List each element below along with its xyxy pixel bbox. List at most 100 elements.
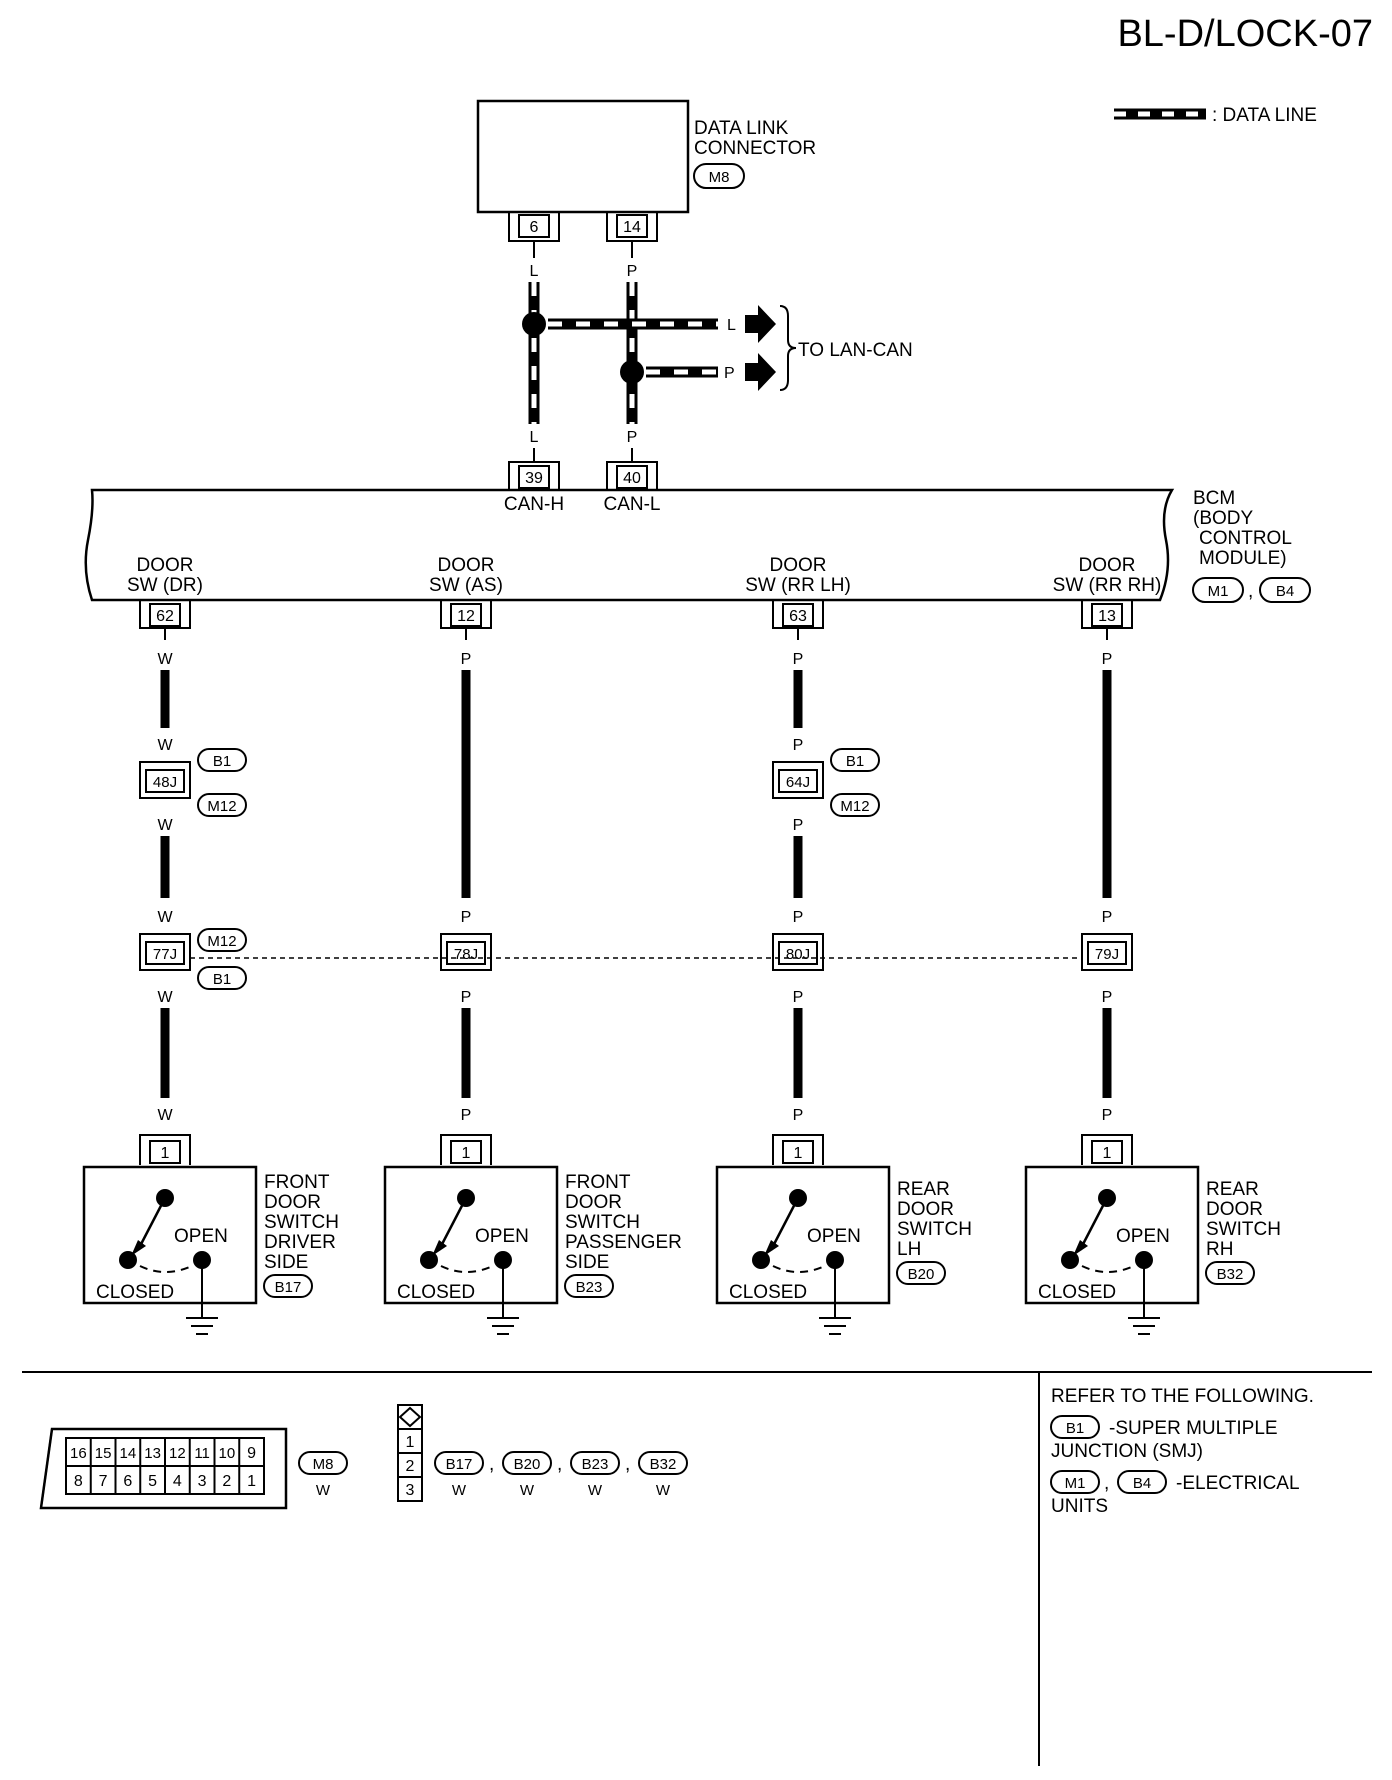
switch-pin: 1 xyxy=(1103,1145,1112,1162)
dlc-face-pin: 15 xyxy=(95,1445,112,1462)
refer-smj-text-2: JUNCTION (SMJ) xyxy=(1051,1441,1203,1462)
bcm-pin: 63 xyxy=(789,608,807,625)
switch-name-line: LH xyxy=(897,1239,921,1260)
dlc-connector-label: M8 xyxy=(709,169,730,186)
switch-face-connector: B32 xyxy=(650,1456,677,1473)
lan-can-h-color: L xyxy=(727,317,736,334)
bcm-input-label-line-2: SW (RR RH) xyxy=(1053,575,1162,596)
bcm-connector-label-1: M1 xyxy=(1208,583,1229,600)
switch-connector: B20 xyxy=(908,1266,935,1283)
switch-face-color: W xyxy=(656,1482,671,1499)
switch-name-line: RH xyxy=(1206,1239,1233,1260)
dlc-name-line-1: DATA LINK xyxy=(694,118,789,139)
ground-symbol xyxy=(819,1317,851,1335)
wire-color-label: P xyxy=(793,817,804,834)
wire-color-label: P xyxy=(1102,1107,1113,1124)
wire-color-label: W xyxy=(157,989,173,1006)
bcm-can-h-label: CAN-H xyxy=(504,494,564,515)
switch-name-line: DOOR xyxy=(1206,1199,1263,1220)
dlc-face-pin: 1 xyxy=(247,1473,256,1490)
bcm-input-label-line-2: SW (DR) xyxy=(127,575,203,596)
refer-heading: REFER TO THE FOLLOWING. xyxy=(1051,1386,1314,1407)
circuit-driver-door: DOOR SW (DR) 62 W W 48J B1 M12 W W 77J M… xyxy=(82,555,339,1335)
open-label: OPEN xyxy=(475,1226,529,1247)
data-line-legend: : DATA LINE xyxy=(1114,105,1317,126)
bcm-pin-can-h: 39 xyxy=(525,470,543,487)
dlc-face-pin: 16 xyxy=(70,1445,87,1462)
wire-color-label: P xyxy=(1102,989,1113,1006)
bcm-input-label-line-1: DOOR xyxy=(770,555,827,576)
switch-name-line: REAR xyxy=(1206,1179,1259,1200)
switch-name-line: DOOR xyxy=(565,1192,622,1213)
dlc-face-pin: 3 xyxy=(198,1473,207,1490)
junction-pin: 79J xyxy=(1095,946,1119,963)
wire-color-label: P xyxy=(461,909,472,926)
bcm-connector-tag-1: M1 xyxy=(1192,577,1244,603)
can-data-lines: L L P P L P TO LAN-CAN xyxy=(522,241,913,462)
lan-can-brace xyxy=(779,305,797,391)
wire-color-label: P xyxy=(793,651,804,668)
closed-label: CLOSED xyxy=(729,1282,807,1303)
wire-color-label: P xyxy=(461,651,472,668)
switch-connector: B32 xyxy=(1217,1266,1244,1283)
bcm-name-line-1: BCM xyxy=(1193,488,1235,509)
closed-label: CLOSED xyxy=(397,1282,475,1303)
open-label: OPEN xyxy=(807,1226,861,1247)
wire-color-label: P xyxy=(793,989,804,1006)
switch-name-line: SIDE xyxy=(565,1252,609,1273)
wire-color-label: P xyxy=(461,989,472,1006)
circuit-rear-lh-door: DOOR SW (RR LH) 63 P P 64J B1 M12 P P 80… xyxy=(715,555,972,1335)
closed-label: CLOSED xyxy=(96,1282,174,1303)
dlc-face-pin: 11 xyxy=(194,1445,210,1462)
dlc-connector-tag: M8 xyxy=(693,163,745,189)
svg-text:,: , xyxy=(1104,1473,1109,1494)
refer-smj-connector: B1 xyxy=(1066,1420,1084,1437)
switch-face-pin: 2 xyxy=(406,1458,415,1475)
open-label: OPEN xyxy=(174,1226,228,1247)
refer-eu-text-2: UNITS xyxy=(1051,1496,1108,1517)
switch-name-line: SWITCH xyxy=(897,1219,972,1240)
wire-color-label: P xyxy=(793,737,804,754)
junction-pin: 80J xyxy=(786,946,810,963)
switch-name-line: REAR xyxy=(897,1179,950,1200)
wire-color-label: W xyxy=(157,909,173,926)
svg-text:,: , xyxy=(489,1454,494,1475)
dlc-face-pin: 7 xyxy=(99,1473,108,1490)
switch-name-line: DRIVER xyxy=(264,1232,336,1253)
bcm-name-line-3: CONTROL xyxy=(1199,528,1292,549)
dlc-face-pin: 9 xyxy=(247,1445,256,1462)
switch-name-line: FRONT xyxy=(264,1172,330,1193)
page-title: BL-D/LOCK-07 xyxy=(1117,13,1373,55)
junction-pin: 78J xyxy=(454,946,478,963)
bcm-connector-comma: , xyxy=(1248,581,1253,602)
dlc-face-pin: 4 xyxy=(173,1473,182,1490)
bcm-input-label-line-1: DOOR xyxy=(1079,555,1136,576)
wire-color-label: W xyxy=(157,1107,173,1124)
bcm-module: 39 40 CAN-H CAN-L BCM (BODY CONTROL MODU… xyxy=(84,461,1311,603)
bcm-pin: 13 xyxy=(1098,608,1116,625)
switch-face-connector: B17 xyxy=(446,1456,473,1473)
lan-can-label: TO LAN-CAN xyxy=(798,340,913,361)
dlc-face-connector: M8 xyxy=(313,1456,334,1473)
dlc-face-pin: 2 xyxy=(222,1473,231,1490)
switch-name-line: SWITCH xyxy=(1206,1219,1281,1240)
bcm-pin: 62 xyxy=(156,608,174,625)
open-label: OPEN xyxy=(1116,1226,1170,1247)
closed-label: CLOSED xyxy=(1038,1282,1116,1303)
wire-color-label: W xyxy=(157,737,173,754)
switch-connector: B17 xyxy=(275,1279,302,1296)
switch-face-pin: 3 xyxy=(406,1482,415,1499)
can-l-wire-color-top: P xyxy=(627,263,638,280)
switch-name-line: SIDE xyxy=(264,1252,308,1273)
switch-face-connector: B20 xyxy=(514,1456,541,1473)
refer-eu-text-1: -ELECTRICAL xyxy=(1176,1473,1300,1494)
junction-connector-top: B1 xyxy=(213,753,231,770)
junction-connector-bottom: B1 xyxy=(213,971,231,988)
switch-face-color: W xyxy=(588,1482,603,1499)
bcm-input-label-line-1: DOOR xyxy=(137,555,194,576)
junction-connector-top: M12 xyxy=(207,933,236,950)
circuit-rear-rh-door: DOOR SW (RR RH) 13 P P 79J P P 1 OPEN CL… xyxy=(1024,555,1281,1335)
switch-face-color: W xyxy=(520,1482,535,1499)
dlc-face-pin: 14 xyxy=(120,1445,137,1462)
